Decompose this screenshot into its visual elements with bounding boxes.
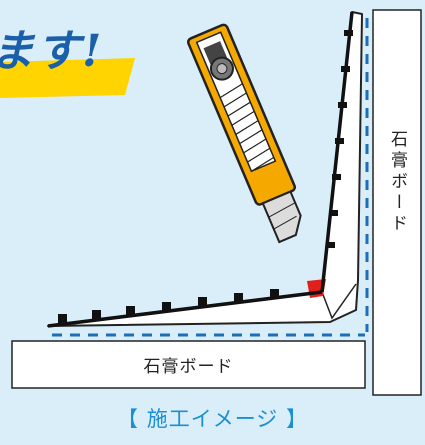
knife-blade xyxy=(261,190,302,244)
floor-board-label: 石膏ボード xyxy=(143,357,234,377)
wall-tick-marks xyxy=(326,30,353,248)
banner-highlight xyxy=(0,58,135,98)
wall-board-label: 石膏ボード xyxy=(387,130,407,235)
diagram-caption: 【 施工イメージ 】 xyxy=(117,407,308,431)
floor-tick-marks xyxy=(58,289,279,323)
wall-board xyxy=(372,9,422,396)
floor-board xyxy=(11,340,366,389)
banner-text: ます! xyxy=(0,26,104,77)
corner-crease xyxy=(321,283,357,320)
utility-knife-icon xyxy=(186,23,302,244)
